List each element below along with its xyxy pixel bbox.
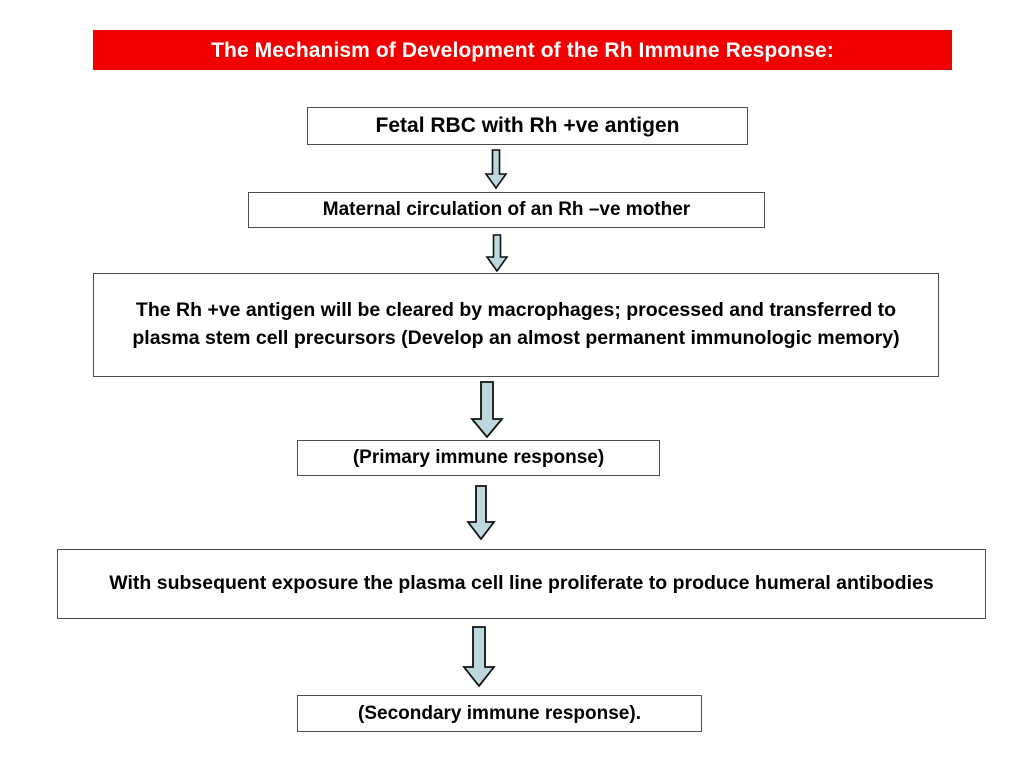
flow-step-subsequent-exposure: With subsequent exposure the plasma cell… [57, 549, 986, 619]
flow-step-primary-response: (Primary immune response) [297, 440, 660, 476]
flow-step-secondary-response: (Secondary immune response). [297, 695, 702, 732]
down-arrow-icon [470, 381, 504, 438]
down-arrow-icon [466, 485, 496, 540]
flow-step-label: (Secondary immune response). [358, 702, 641, 724]
flow-step-label: With subsequent exposure the plasma cell… [109, 572, 934, 595]
down-arrow-icon [462, 626, 496, 687]
flow-step-label: Maternal circulation of an Rh –ve mother [322, 199, 691, 221]
flow-step-maternal-circulation: Maternal circulation of an Rh –ve mother [248, 192, 765, 228]
flow-step-label: (Primary immune response) [352, 447, 605, 469]
flow-step-label: The Rh +ve antigen will be cleared by ma… [132, 299, 900, 349]
flow-step-label: Fetal RBC with Rh +ve antigen [375, 114, 680, 138]
title-banner: The Mechanism of Development of the Rh I… [93, 30, 952, 70]
down-arrow-icon [485, 234, 509, 272]
flow-step-antigen-cleared: The Rh +ve antigen will be cleared by ma… [93, 273, 939, 377]
down-arrow-icon [484, 149, 508, 189]
flow-step-fetal-rbc: Fetal RBC with Rh +ve antigen [307, 107, 748, 145]
page-title: The Mechanism of Development of the Rh I… [211, 38, 834, 62]
